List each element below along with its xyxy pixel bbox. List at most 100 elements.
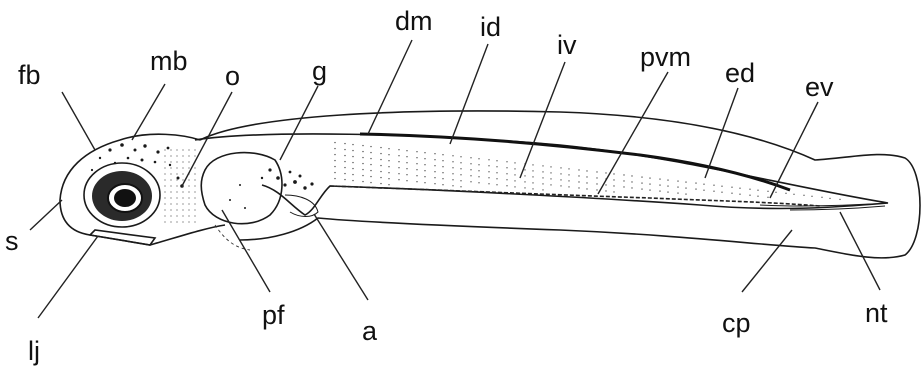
myotome-dot (478, 164, 479, 165)
myotome-dot (731, 193, 732, 194)
myotome-dot (334, 154, 335, 155)
head-texture-dot (176, 185, 177, 186)
myotome-dot (488, 159, 489, 160)
head-texture-dot (170, 197, 171, 198)
myotome-dot (344, 173, 345, 174)
myotome-dot (442, 154, 443, 155)
myotome-dot (667, 191, 668, 192)
head-texture-dot (182, 167, 183, 168)
lower-jaw (90, 230, 155, 245)
label-a: a (362, 316, 378, 346)
head-texture-dot (170, 191, 171, 192)
myotome-dot (344, 143, 345, 144)
myotome-dot (406, 156, 407, 157)
myotome-dot (667, 185, 668, 186)
myotome-dot (532, 182, 533, 183)
myotome-dot (631, 181, 632, 182)
myotome-dot (434, 183, 435, 184)
myotome-dot (398, 149, 399, 150)
label-fb: fb (18, 60, 41, 90)
myotome-dot (416, 181, 417, 182)
head-texture-dot (188, 185, 189, 186)
head-texture-dot (170, 161, 171, 162)
myotome-dot (362, 151, 363, 152)
myotome-dot (586, 170, 587, 171)
head-texture-dot (188, 149, 189, 150)
myotome-dot (613, 173, 614, 174)
myotome-dot (362, 175, 363, 176)
myotome-dot (334, 148, 335, 149)
myotome-dot (470, 181, 471, 182)
myotome-dot (721, 192, 722, 193)
myotome-dot (757, 190, 758, 191)
myotome-dot (352, 156, 353, 157)
head-texture-dot (182, 215, 183, 216)
myotome-dot (478, 158, 479, 159)
myotome-dot (442, 160, 443, 161)
label-id: id (480, 12, 501, 42)
myotome-dot (362, 157, 363, 158)
head-texture-dot (164, 215, 165, 216)
myotome-dot (398, 173, 399, 174)
myotome-dot (488, 165, 489, 166)
myotome-dot (496, 184, 497, 185)
myotome-dot (352, 174, 353, 175)
myotome-dot (496, 166, 497, 167)
head-texture-dot (188, 179, 189, 180)
myotome-dot (506, 185, 507, 186)
leader-pvm (598, 72, 668, 194)
head-texture-dot (194, 155, 195, 156)
head-texture-dot (164, 221, 165, 222)
myotome-dot (560, 179, 561, 180)
myotome-dot (496, 178, 497, 179)
myotome-dot (560, 167, 561, 168)
leader-fb (62, 92, 95, 150)
dorsal-pigment-line (360, 134, 790, 190)
head-texture-dot (176, 209, 177, 210)
myotome-dot (406, 180, 407, 181)
head-texture-dot (170, 215, 171, 216)
label-dm: dm (395, 6, 433, 36)
myotome-dot (532, 188, 533, 189)
label-nt: nt (865, 298, 888, 328)
myotome-dot (613, 179, 614, 180)
myotome-dot (586, 188, 587, 189)
head-texture-dot (170, 203, 171, 204)
myotome-dot (739, 194, 740, 195)
head-texture-dot (164, 209, 165, 210)
myotome-dot (649, 177, 650, 178)
myotome-dot (568, 180, 569, 181)
myotome-dot (596, 171, 597, 172)
myotome-dot (586, 176, 587, 177)
head-texture-dot (188, 161, 189, 162)
head-texture-dot (194, 185, 195, 186)
myotome-dot (416, 175, 417, 176)
head-texture-dot (176, 173, 177, 174)
head-texture-dot (170, 149, 171, 150)
myotome-dot (398, 161, 399, 162)
myotome-dot (605, 184, 606, 185)
myotome-dot (442, 172, 443, 173)
myotome-dot (460, 174, 461, 175)
myotome-dot (560, 173, 561, 174)
head-texture-dot (170, 155, 171, 156)
head-texture-dot (188, 167, 189, 168)
head-texture-dot (194, 221, 195, 222)
myotome-dot (460, 156, 461, 157)
myotome-dot (478, 176, 479, 177)
myotome-dot (829, 198, 830, 199)
myotome-dots (164, 142, 840, 223)
label-pvm: pvm (640, 42, 691, 72)
label-pf: pf (262, 300, 285, 330)
myotome-dot (406, 174, 407, 175)
head-texture-dot (164, 173, 165, 174)
myotome-dot (659, 178, 660, 179)
myotome-dot (568, 174, 569, 175)
head-texture-dot (164, 185, 165, 186)
myotome-dot (388, 160, 389, 161)
leader-nt (840, 212, 880, 290)
leader-cp (742, 230, 792, 292)
myotome-dot (452, 161, 453, 162)
label-s: s (5, 226, 19, 256)
head-texture-dot (188, 203, 189, 204)
